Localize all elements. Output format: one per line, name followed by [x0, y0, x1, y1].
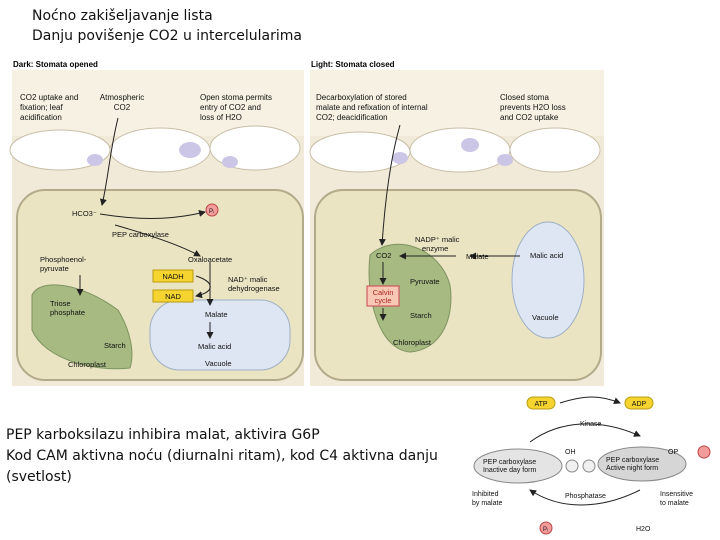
nadh-label: NADH [162, 272, 183, 281]
oh-label: OH [565, 449, 576, 456]
label-decarb-3: CO2; deacidification [316, 113, 388, 122]
op-label: OP [668, 449, 678, 456]
chloroplast-label: Chloroplast [68, 360, 107, 369]
pyruvate-label: Pyruvate [410, 277, 440, 286]
malate-label: Malate [205, 310, 228, 319]
pep-carboxylase-label: PEP carboxylase [112, 230, 169, 239]
right-panel: Light: Stomata closed Decarboxylation of… [309, 60, 604, 386]
malic-acid-label: Malic acid [198, 342, 231, 351]
calvin-label-2: cycle [374, 296, 391, 305]
label-open-stoma-1: Open stoma permits [200, 93, 272, 102]
nadp-malic-1: NADP⁺ malic [415, 235, 460, 244]
right-malate-label: Malate [466, 252, 489, 261]
co2-label: CO2 [376, 251, 391, 260]
nad-malic-dh-1: NAD⁺ malic [228, 275, 268, 284]
h2o-label: H2O [636, 526, 651, 533]
label-decarb-1: Decarboxylation of stored [316, 93, 407, 102]
notes: PEP karboksilazu inhibira malat, aktivir… [6, 425, 466, 488]
label-open-stoma-2: entry of CO2 and [200, 103, 261, 112]
oxaloacetate-label: Oxaloacetate [188, 255, 232, 264]
triose-label-2: phosphate [50, 308, 85, 317]
label-closed-2: prevents H2O loss [500, 103, 566, 112]
adp-label: ADP [632, 401, 647, 408]
label-closed-3: and CO2 uptake [500, 113, 559, 122]
pep-active-2: Active night form [606, 465, 658, 472]
insensitive-2: to malate [660, 500, 689, 507]
right-malic-acid-label: Malic acid [530, 251, 563, 260]
label-uptake-1: CO2 uptake and [20, 93, 78, 102]
slide-title: Noćno zakišeljavanje lista Danju povišen… [32, 6, 302, 46]
pep-label-1: Phosphoenol- [40, 255, 87, 264]
triose-label-1: Triose [50, 299, 71, 308]
nadp-malic-2: enzyme [422, 244, 448, 253]
label-uptake-3: acidification [20, 113, 62, 122]
label-atmospheric-2: CO2 [114, 103, 131, 112]
label-uptake-2: fixation; leaf [20, 103, 63, 112]
note-line-1: PEP karboksilazu inhibira malat, aktivir… [6, 427, 320, 443]
note-line-2: Kod CAM aktivna noću (diurnalni ritam), … [6, 448, 438, 485]
regulation-diagram: ATP ADP Kinase OH OP PEP carboxylase Ina… [472, 396, 711, 535]
right-vacuole-label: Vacuole [532, 313, 559, 322]
title-line-1: Noćno zakišeljavanje lista [32, 8, 213, 24]
nad-label: NAD [165, 292, 181, 301]
pep-inactive-2: Inactive day form [483, 467, 536, 474]
right-panel-header: Light: Stomata closed [311, 60, 395, 69]
title-line-2: Danju povišenje CO2 u intercelularima [32, 28, 302, 44]
nad-malic-dh-2: dehydrogenase [228, 284, 280, 293]
insensitive-1: Insensitive [660, 491, 693, 498]
pep-inactive-1: PEP carboxylase [483, 459, 536, 466]
pep-active-1: PEP carboxylase [606, 457, 659, 464]
label-open-stoma-3: loss of H2O [200, 113, 242, 122]
left-panel: Dark: Stomata opened CO2 uptake and fixa… [9, 60, 304, 386]
inhibited-1: Inhibited [472, 491, 499, 498]
pi-label: Pᵢ [209, 209, 214, 215]
phosphatase-label: Phosphatase [565, 493, 606, 500]
pep-label-2: pyruvate [40, 264, 69, 273]
kinase-label: Kinase [580, 421, 602, 428]
right-chloroplast-label: Chloroplast [393, 338, 432, 347]
hco3-label: HCO3⁻ [72, 209, 97, 218]
label-atmospheric-1: Atmospheric [100, 93, 144, 102]
label-closed-1: Closed stoma [500, 93, 549, 102]
vacuole-label: Vacuole [205, 359, 232, 368]
left-panel-header: Dark: Stomata opened [13, 60, 98, 69]
starch-label: Starch [104, 341, 126, 350]
atp-label: ATP [534, 401, 547, 408]
right-starch-label: Starch [410, 311, 432, 320]
inhibited-2: by malate [472, 500, 502, 507]
calvin-label-1: Calvin [373, 288, 394, 297]
reg-pi-label: Pᵢ [543, 527, 548, 533]
label-decarb-2: malate and refixation of internal [316, 103, 428, 112]
